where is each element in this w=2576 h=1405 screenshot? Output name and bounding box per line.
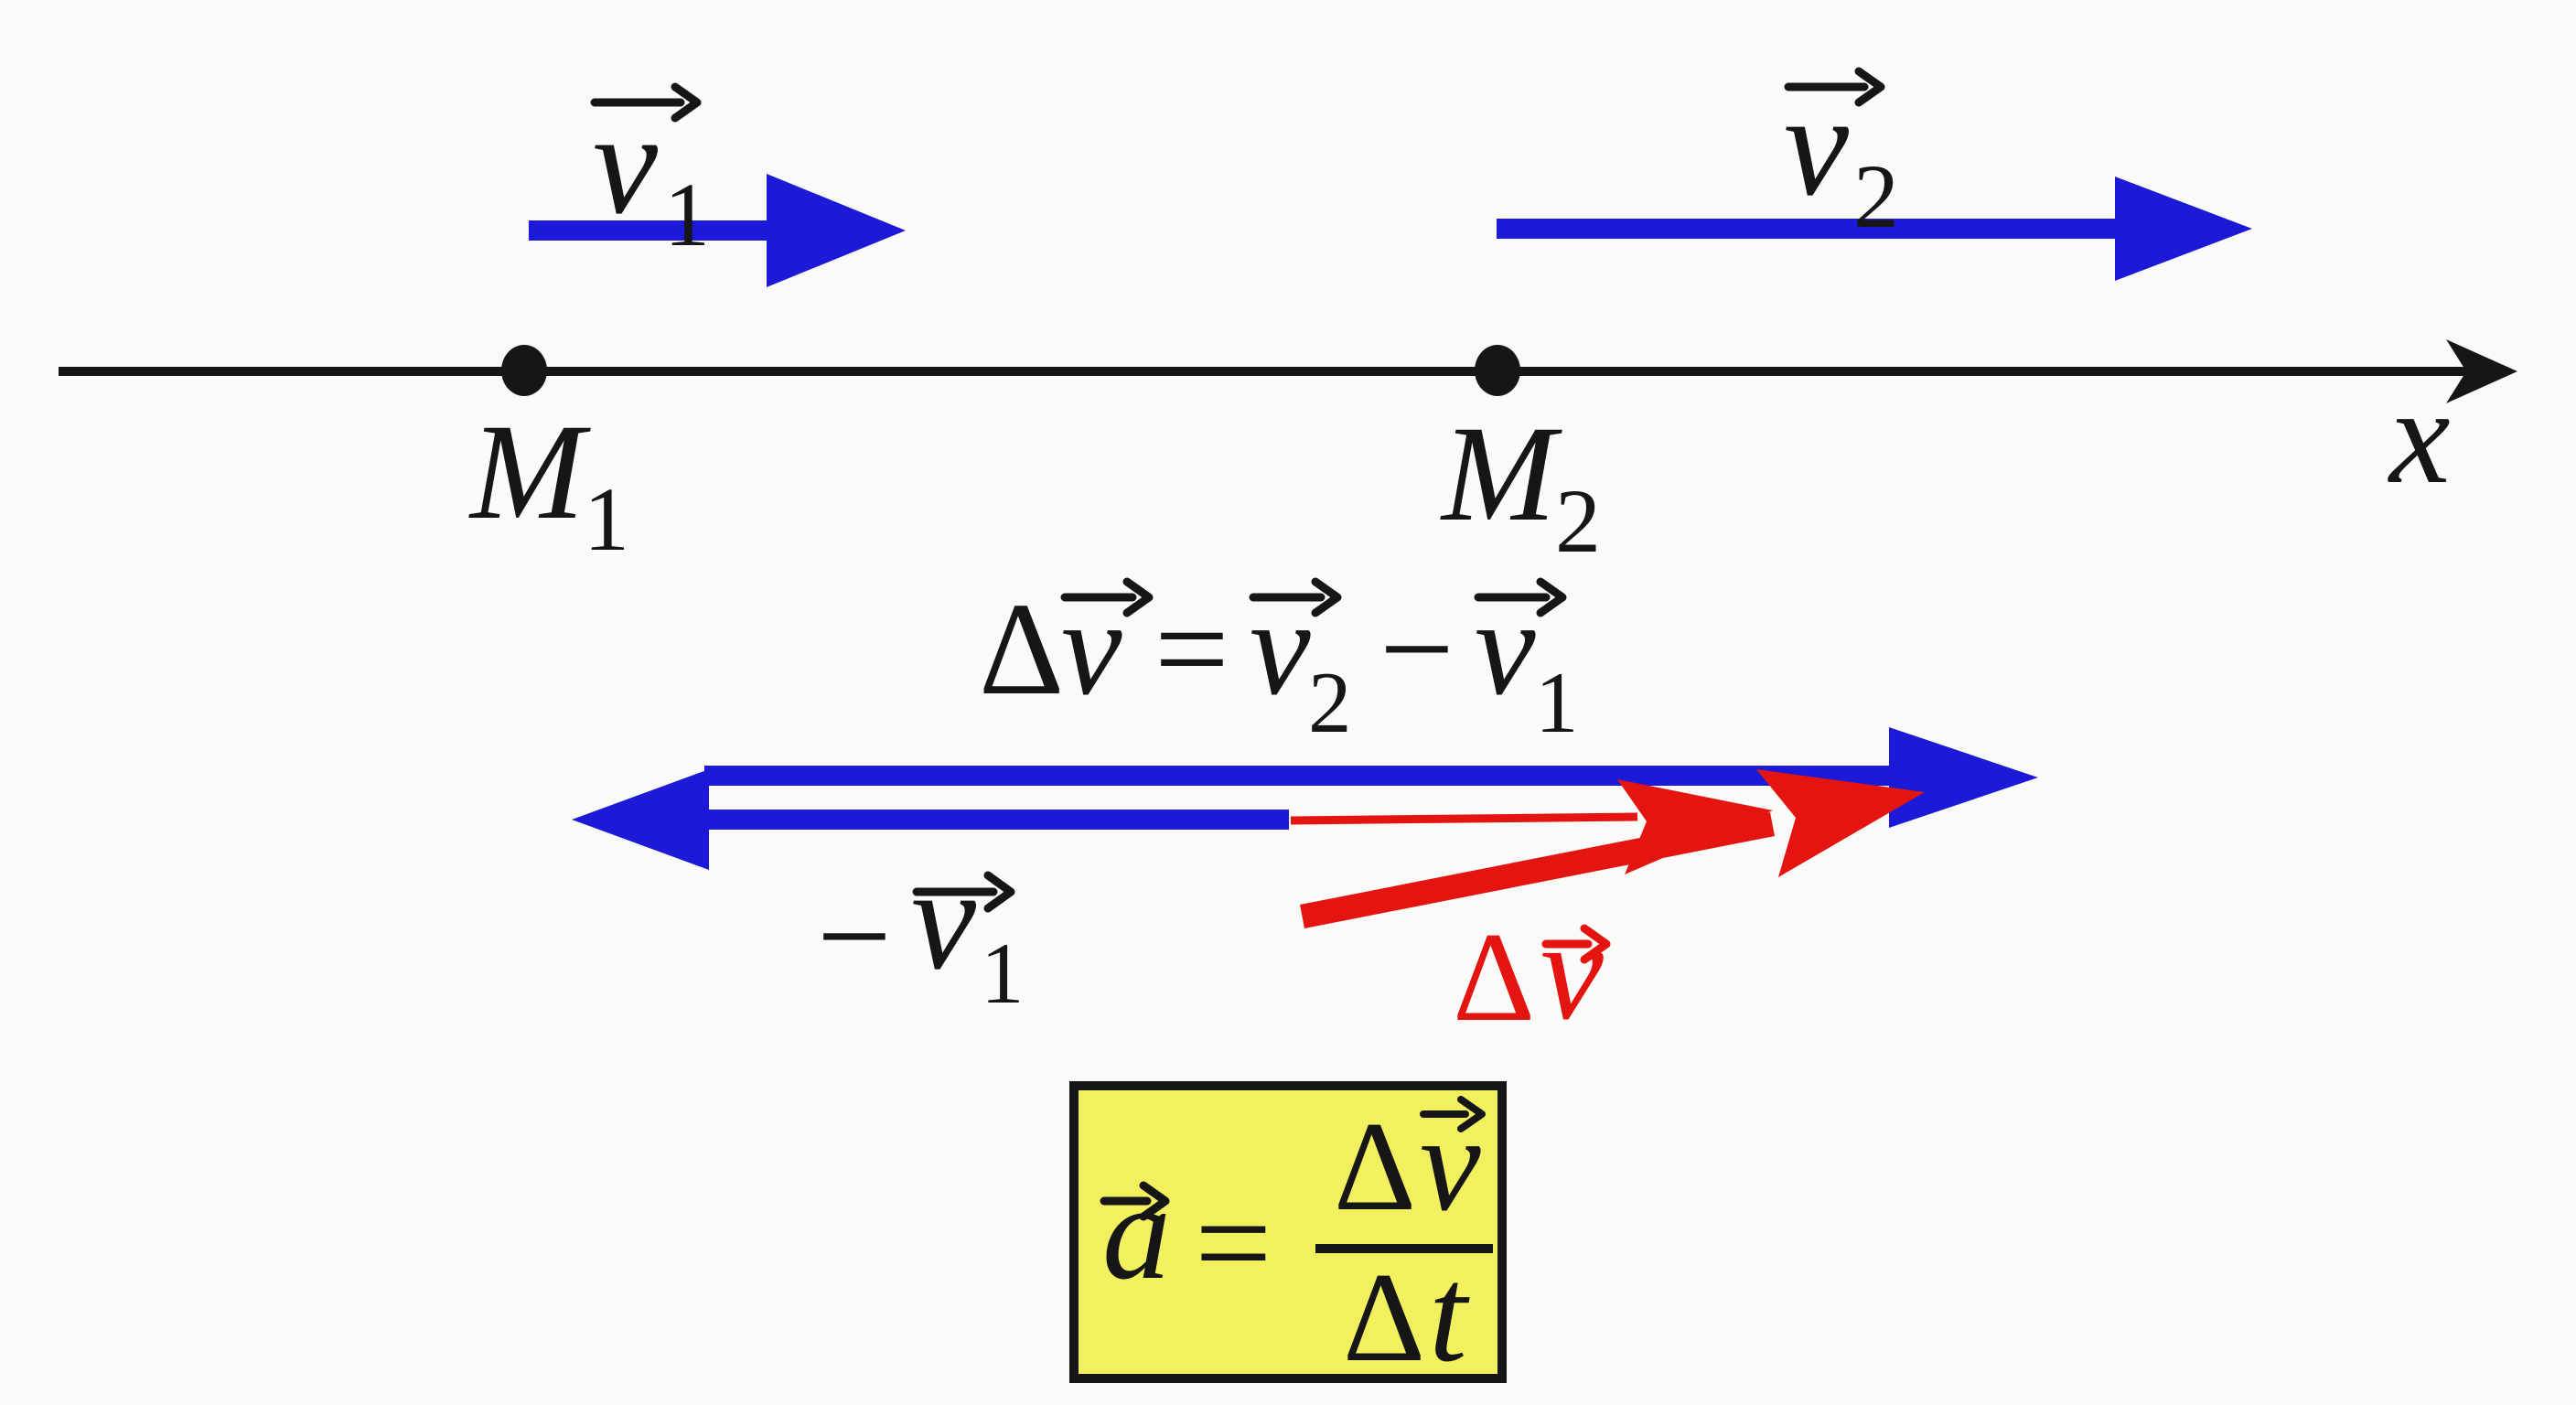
delta-v-label-vector-arrow-icon [1541, 924, 1611, 964]
v1-label-subscript: 1 [664, 164, 710, 265]
neg-v1-label-subscript: 1 [981, 925, 1025, 1022]
formula-a: a [1102, 1156, 1171, 1308]
m2-label: M [1440, 398, 1562, 550]
equation-delta-v-vector-arrow-icon [1060, 577, 1154, 617]
neg-v1-label-minus: − [817, 863, 892, 1010]
construction-neg-v1-vector [572, 769, 1289, 870]
v1-label-vector-arrow-icon [590, 82, 702, 123]
v1-vector [529, 174, 906, 287]
delta-v-label-delta: Δ [1453, 906, 1535, 1048]
neg-v1-label-vector-arrow-icon [912, 871, 1015, 913]
neg-v1-label: v [911, 837, 977, 1000]
m1-label: M [468, 396, 591, 548]
construction-v2-vector [704, 727, 2038, 828]
formula-denominator-t: t [1429, 1239, 1470, 1390]
v2-vector [1497, 177, 2252, 281]
equation-minus: − [1379, 576, 1454, 723]
acceleration-formula-box [1069, 1081, 1507, 1383]
formula-a-vector-arrow-icon [1100, 1181, 1170, 1221]
delta-v-resultant-line [1290, 812, 1638, 825]
m1-label-subscript: 1 [584, 468, 629, 570]
v1-label: v [593, 81, 659, 244]
equation-equals: = [1154, 576, 1229, 723]
formula-equals: = [1195, 1167, 1272, 1319]
m1-point [501, 345, 547, 396]
v2-label-vector-arrow-icon [1784, 67, 1885, 107]
x-axis-arrowhead-icon [2446, 339, 2517, 403]
formula-denominator-delta: Δ [1343, 1247, 1425, 1389]
formula-numerator-vector-arrow-icon [1420, 1096, 1486, 1132]
formula-numerator-delta: Δ [1334, 1096, 1416, 1238]
m2-label-subscript: 2 [1555, 470, 1601, 572]
equation-delta: Δ [979, 576, 1064, 723]
delta-v-vector-arrowhead-icon [1756, 769, 1925, 877]
equation-v2-subscript: 2 [1308, 654, 1352, 751]
delta-v-label: v [1540, 892, 1604, 1049]
equation-v1-vector-arrow-icon [1474, 577, 1567, 617]
equation-v1-subscript: 1 [1535, 654, 1579, 751]
v2-label-subscript: 2 [1853, 145, 1899, 247]
m2-point [1475, 345, 1520, 396]
equation-v2-vector-arrow-icon [1249, 577, 1342, 617]
x-axis-label: x [2388, 360, 2451, 512]
delta-v-vector-shaft [1300, 812, 1775, 928]
